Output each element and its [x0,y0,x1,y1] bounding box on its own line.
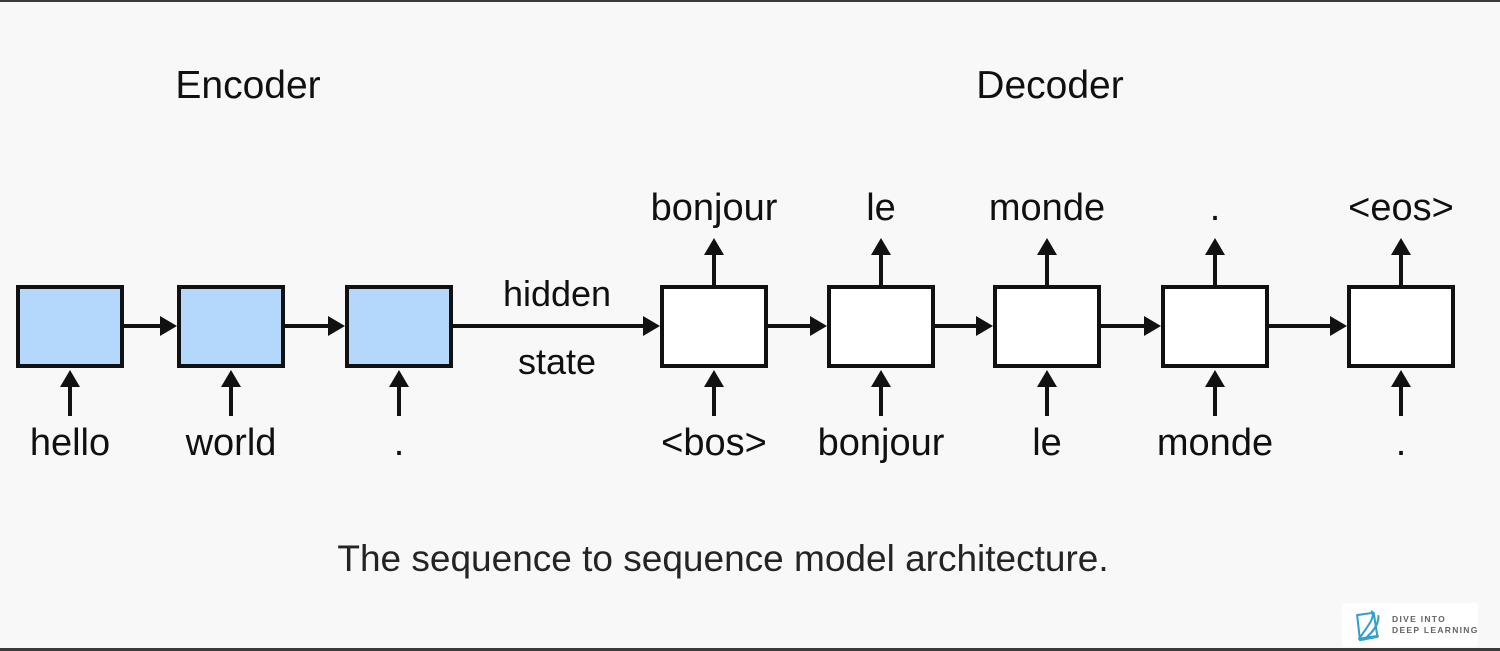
input-arrow-3-shaft [712,384,716,416]
encoder-cell-2 [345,285,453,368]
encoder-input-word-0: hello [29,422,111,464]
figure-caption: The sequence to sequence model architect… [337,538,1109,579]
decoder-output-word-0: bonjour [650,187,778,229]
encoder-input-word-1: world [185,422,277,464]
output-arrow-2-shaft [1045,252,1049,286]
input-arrow-5-head [1037,370,1057,387]
dec-arrow-1-shaft [935,324,980,328]
input-arrow-1-shaft [229,384,233,416]
hidden-state-label-line1: hidden [502,273,612,314]
enc-arrow-1-head [328,316,345,336]
decoder-input-word-2: le [1032,422,1062,464]
decoder-cell-2 [993,285,1101,368]
decoder-cell-0 [660,285,768,368]
decoder-input-word-4: . [1395,422,1407,464]
input-arrow-5-shaft [1045,384,1049,416]
output-arrow-2-head [1037,238,1057,255]
decoder-input-word-1: bonjour [817,422,945,464]
input-arrow-7-shaft [1399,384,1403,416]
dec-arrow-3-head [1330,316,1347,336]
input-arrow-4-shaft [879,384,883,416]
input-arrow-2-shaft [397,384,401,416]
dec-arrow-2-head [1144,316,1161,336]
output-arrow-0-shaft [712,252,716,286]
output-arrow-3-head [1205,238,1225,255]
d2l-logo-text: DIVE INTO DEEP LEARNING [1392,614,1479,636]
input-arrow-4-head [871,370,891,387]
encoder-section-label: Encoder [175,64,321,107]
hidden-state-arrow-head [643,316,660,336]
hidden-state-label-line2: state [517,341,597,382]
decoder-cell-3 [1161,285,1269,368]
input-arrow-7-head [1391,370,1411,387]
dec-arrow-2-shaft [1101,324,1148,328]
decoder-output-word-2: monde [988,187,1106,229]
bottom-edge-bar [0,648,1500,651]
input-arrow-0-shaft [68,384,72,416]
enc-arrow-0-shaft [124,324,164,328]
output-arrow-1-shaft [879,252,883,286]
decoder-cell-1 [827,285,935,368]
dec-arrow-1-head [976,316,993,336]
decoder-cell-4 [1347,285,1455,368]
encoder-cell-1 [177,285,285,368]
input-arrow-2-head [389,370,409,387]
output-arrow-0-head [704,238,724,255]
decoder-output-word-4: <eos> [1348,187,1454,229]
input-arrow-0-head [60,370,80,387]
dec-arrow-0-shaft [768,324,814,328]
output-arrow-3-shaft [1213,252,1217,286]
encoder-input-word-2: . [393,422,405,464]
dec-arrow-3-shaft [1269,324,1334,328]
input-arrow-6-head [1205,370,1225,387]
input-arrow-6-shaft [1213,384,1217,416]
output-arrow-4-shaft [1399,252,1403,286]
decoder-output-word-1: le [866,187,896,229]
hidden-state-arrow-shaft [453,324,647,328]
enc-arrow-0-head [160,316,177,336]
decoder-input-word-0: <bos> [661,422,767,464]
decoder-section-label: Decoder [976,64,1124,107]
top-edge-bar [0,0,1500,2]
decoder-output-word-3: . [1209,187,1221,229]
input-arrow-1-head [221,370,241,387]
d2l-logo: DIVE INTO DEEP LEARNING [1342,603,1478,647]
input-arrow-3-head [704,370,724,387]
d2l-book-icon [1356,610,1380,642]
d2l-logo-line2: DEEP LEARNING [1392,625,1479,635]
output-arrow-1-head [871,238,891,255]
encoder-cell-0 [16,285,124,368]
dec-arrow-0-head [810,316,827,336]
decoder-input-word-3: monde [1156,422,1274,464]
d2l-logo-line1: DIVE INTO [1392,614,1447,624]
output-arrow-4-head [1391,238,1411,255]
enc-arrow-1-shaft [285,324,332,328]
